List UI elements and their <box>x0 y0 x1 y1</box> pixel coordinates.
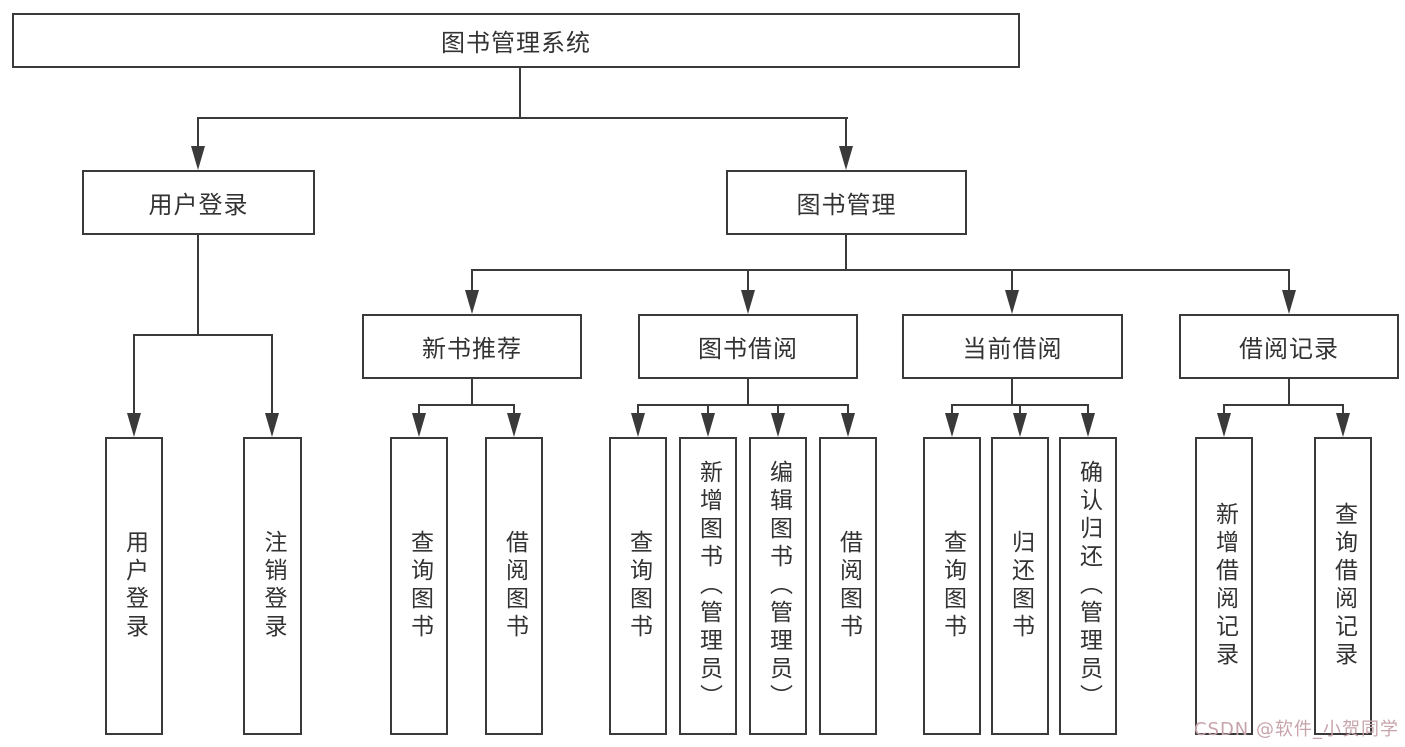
connector-line <box>1011 379 1013 406</box>
connector-line <box>133 334 273 336</box>
connector-line <box>1011 269 1013 293</box>
connector-line <box>845 117 847 150</box>
node-current-borrow: 当前借阅 <box>902 314 1123 379</box>
connector-line <box>747 379 749 406</box>
arrow-down-icon <box>1282 290 1296 314</box>
leaf-return-book: 归还图书 <box>991 437 1049 735</box>
node-current-borrow-label: 当前借阅 <box>962 335 1063 363</box>
arrow-down-icon <box>631 413 645 437</box>
connector-line <box>1087 404 1089 416</box>
connector-line <box>471 269 473 293</box>
arrow-down-icon <box>1336 413 1350 437</box>
arrow-down-icon <box>127 413 141 437</box>
node-user-login-label: 用户登录 <box>148 191 249 219</box>
connector-line <box>1223 404 1225 416</box>
leaf-edit-book-admin: 编辑图书（管理员） <box>749 437 807 735</box>
node-user-login: 用户登录 <box>82 170 315 235</box>
connector-line <box>133 334 135 415</box>
connector-line <box>847 404 849 416</box>
leaf-return-book-label: 归还图书 <box>1007 530 1034 642</box>
leaf-borrow-book: 借阅图书 <box>819 437 877 735</box>
arrow-down-icon <box>1217 413 1231 437</box>
arrow-down-icon <box>507 413 521 437</box>
arrow-down-icon <box>191 146 205 170</box>
connector-line <box>747 269 749 293</box>
connector-line <box>197 235 199 335</box>
leaf-add-borrow-record: 新增借阅记录 <box>1195 437 1253 735</box>
node-new-book-recommend: 新书推荐 <box>362 314 582 379</box>
arrow-down-icon <box>465 290 479 314</box>
node-book-borrow-label: 图书借阅 <box>698 335 798 363</box>
connector-line <box>197 117 848 119</box>
leaf-newbook-query-book: 查询图书 <box>390 437 448 735</box>
leaf-confirm-return-admin-label: 确认归还（管理员） <box>1075 460 1102 712</box>
node-root-system: 图书管理系统 <box>12 13 1020 68</box>
leaf-newbook-borrow-book: 借阅图书 <box>485 437 543 735</box>
arrow-down-icon <box>841 413 855 437</box>
leaf-newbook-query-book-label: 查询图书 <box>406 530 433 642</box>
connector-line <box>418 404 420 416</box>
arrow-down-icon <box>741 290 755 314</box>
connector-line <box>777 404 779 416</box>
leaf-add-borrow-record-label: 新增借阅记录 <box>1211 502 1238 670</box>
node-new-book-recommend-label: 新书推荐 <box>422 335 522 363</box>
arrow-down-icon <box>701 413 715 437</box>
arrow-down-icon <box>945 413 959 437</box>
leaf-user-login-label: 用户登录 <box>121 530 148 642</box>
leaf-add-book-admin: 新增图书（管理员） <box>679 437 737 735</box>
leaf-logout: 注销登录 <box>243 437 302 735</box>
leaf-current-query-book: 查询图书 <box>923 437 981 735</box>
connector-line <box>1288 379 1290 406</box>
connector-line <box>1288 269 1290 293</box>
node-borrow-record-label: 借阅记录 <box>1239 335 1339 363</box>
leaf-query-borrow-record: 查询借阅记录 <box>1314 437 1372 735</box>
arrow-down-icon <box>1013 413 1027 437</box>
connector-line <box>707 404 709 416</box>
arrow-down-icon <box>839 146 853 170</box>
connector-line <box>471 269 1290 271</box>
connector-line <box>637 404 639 416</box>
csdn-watermark: CSDN @软件_小贺同学 <box>1193 719 1399 740</box>
leaf-add-book-admin-label: 新增图书（管理员） <box>695 460 722 712</box>
leaf-edit-book-admin-label: 编辑图书（管理员） <box>765 460 792 712</box>
connector-line <box>197 117 199 150</box>
connector-line <box>637 404 849 406</box>
connector-line <box>519 68 521 118</box>
leaf-current-query-book-label: 查询图书 <box>939 530 966 642</box>
connector-line <box>1342 404 1344 416</box>
arrow-down-icon <box>771 413 785 437</box>
leaf-logout-label: 注销登录 <box>260 530 286 642</box>
connector-line <box>271 334 273 415</box>
arrow-down-icon <box>265 413 279 437</box>
connector-line <box>951 404 953 416</box>
leaf-borrow-query-book: 查询图书 <box>609 437 667 735</box>
arrow-down-icon <box>1081 413 1095 437</box>
connector-line <box>1223 404 1344 406</box>
node-book-management-label: 图书管理 <box>796 191 897 219</box>
leaf-query-borrow-record-label: 查询借阅记录 <box>1330 502 1357 670</box>
node-book-borrow: 图书借阅 <box>638 314 858 379</box>
arrow-down-icon <box>1005 290 1019 314</box>
leaf-confirm-return-admin: 确认归还（管理员） <box>1059 437 1117 735</box>
connector-line <box>845 235 847 271</box>
connector-line <box>513 404 515 416</box>
connector-line <box>471 379 473 406</box>
node-book-management: 图书管理 <box>726 170 967 235</box>
leaf-borrow-query-book-label: 查询图书 <box>625 530 652 642</box>
arrow-down-icon <box>412 413 426 437</box>
leaf-borrow-book-label: 借阅图书 <box>835 530 862 642</box>
connector-line <box>418 404 515 406</box>
connector-line <box>1019 404 1021 416</box>
leaf-newbook-borrow-book-label: 借阅图书 <box>501 530 528 642</box>
node-root-label: 图书管理系统 <box>441 29 591 57</box>
node-borrow-record: 借阅记录 <box>1179 314 1399 379</box>
leaf-user-login: 用户登录 <box>105 437 163 735</box>
